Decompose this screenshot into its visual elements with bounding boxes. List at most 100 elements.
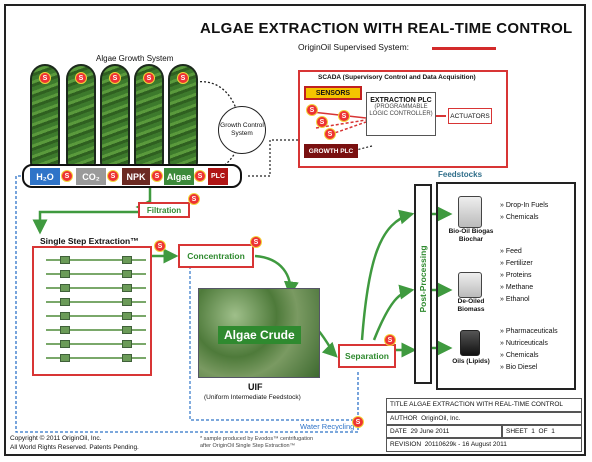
- title-value: ALGAE EXTRACTION WITH REAL-TIME CONTROL: [409, 401, 564, 408]
- sensor-badge: S: [324, 128, 336, 140]
- sample-note-line: * sample produced by Evodos™ centrifugat…: [200, 436, 314, 442]
- uif-fullname: (Uniform Intermediate Feedstock): [204, 394, 301, 401]
- product-item: Nutriceuticals: [500, 338, 558, 350]
- scada-panel: [298, 70, 508, 168]
- feedstocks-title: Feedstocks: [438, 170, 483, 179]
- filtration-box: Filtration: [138, 202, 190, 218]
- sensor-badge: S: [306, 104, 318, 116]
- extraction-unit: [40, 340, 152, 348]
- extraction-unit: [40, 312, 152, 320]
- sensor-badge: S: [177, 72, 189, 84]
- product-item: Proteins: [500, 270, 533, 282]
- sensor-badge: S: [352, 416, 364, 428]
- date-key: DATE: [390, 428, 407, 435]
- sample-note: * sample produced by Evodos™ centrifugat…: [200, 436, 313, 450]
- title-block-title: TITLE ALGAE EXTRACTION WITH REAL-TIME CO…: [386, 398, 582, 412]
- algae-crude-label: Algae Crude: [218, 326, 301, 344]
- extraction-unit: [40, 326, 152, 334]
- feed-algae: Algae: [164, 168, 194, 185]
- feed-water: H₂O: [30, 168, 60, 185]
- extraction-plc-box: EXTRACTION PLC (PROGRAMMABLE LOGIC CONTR…: [366, 92, 436, 136]
- post-processing-label: Post-Processing: [418, 245, 428, 313]
- extraction-unit: [40, 298, 152, 306]
- page-title: ALGAE EXTRACTION WITH REAL-TIME CONTROL: [200, 20, 573, 37]
- product-container: [458, 272, 482, 298]
- author-key: AUTHOR: [390, 415, 418, 422]
- supervised-legend-line: [432, 47, 496, 50]
- product-list: Feed Fertilizer Proteins Methane Ethanol: [500, 246, 533, 306]
- product-item: Methane: [500, 282, 533, 294]
- copyright: Copyright © 2011 OriginOil, Inc. All Wor…: [10, 434, 139, 452]
- water-recycling-label: Water Recycling: [300, 422, 355, 431]
- product-group-label: De-Oiled Biomass: [457, 298, 485, 313]
- author-value: OriginOil, Inc.: [421, 415, 461, 422]
- diagram-frame: [4, 4, 586, 456]
- growth-plc-box: GROWTH PLC: [304, 144, 358, 158]
- single-step-label: Single Step Extraction™: [40, 236, 139, 246]
- of-key: OF: [538, 428, 548, 435]
- of-value: 1: [551, 428, 555, 435]
- product-group-label: Oils (Lipids): [452, 358, 490, 365]
- revision-key: REVISION: [390, 441, 422, 448]
- supervised-label: OriginOil Supervised System:: [298, 42, 410, 52]
- growth-plc-chip: PLC: [208, 168, 228, 185]
- extraction-unit: [40, 354, 152, 362]
- product-item: Drop-In Fuels: [500, 200, 548, 212]
- scada-title: SCADA (Supervisory Control and Data Acqu…: [318, 74, 476, 81]
- copyright-line: All World Rights Reserved. Patents Pendi…: [10, 444, 139, 451]
- actuators-box: ACTUATORS: [448, 108, 492, 124]
- feed-co2: CO₂: [76, 168, 106, 185]
- growth-control-node: Growth Control System: [218, 106, 266, 154]
- extraction-plc-detail: (PROGRAMMABLE LOGIC CONTROLLER): [369, 104, 433, 117]
- sensor-badge: S: [39, 72, 51, 84]
- concentration-box: Concentration: [178, 244, 254, 268]
- extraction-plc-label: EXTRACTION PLC: [370, 97, 432, 104]
- sensor-badge: S: [384, 334, 396, 346]
- title-block-author: AUTHOR OriginOil, Inc.: [386, 412, 582, 425]
- sensor-badge: S: [107, 170, 119, 182]
- uif-label: UIF: [248, 382, 263, 392]
- sample-note-line: after OriginOil Single Step Extraction™: [200, 443, 296, 449]
- sheet-key: SHEET: [506, 428, 528, 435]
- sensor-badge: S: [250, 236, 262, 248]
- extraction-unit: [40, 284, 152, 292]
- sensor-badge: S: [109, 72, 121, 84]
- sensor-badge: S: [316, 116, 328, 128]
- extraction-unit: [40, 256, 152, 264]
- sensors-box: SENSORS: [304, 86, 362, 100]
- product-list: Pharmaceuticals Nutriceuticals Chemicals…: [500, 326, 558, 374]
- sensor-badge: S: [188, 193, 200, 205]
- date-value: 29 June 2011: [410, 428, 450, 435]
- sensor-badge: S: [194, 170, 206, 182]
- product-group-label: Bio-Oil Biogas Biochar: [448, 228, 494, 243]
- product-item: Ethanol: [500, 294, 533, 306]
- sensor-badge: S: [61, 170, 73, 182]
- product-item: Feed: [500, 246, 533, 258]
- growth-system-label: Algae Growth System: [96, 54, 174, 63]
- product-item: Bio Diesel: [500, 362, 558, 374]
- feed-npk: NPK: [122, 168, 150, 185]
- post-processing-column: [414, 184, 432, 384]
- copyright-line: Copyright © 2011 OriginOil, Inc.: [10, 435, 102, 442]
- feedstocks-panel: [436, 182, 576, 390]
- sensor-badge: S: [75, 72, 87, 84]
- sheet-value: 1: [531, 428, 535, 435]
- product-item: Fertilizer: [500, 258, 533, 270]
- extraction-unit: [40, 270, 152, 278]
- title-key: TITLE: [390, 401, 408, 408]
- product-item: Pharmaceuticals: [500, 326, 558, 338]
- title-block-date: DATE 29 June 2011: [386, 425, 502, 438]
- product-list: Drop-In Fuels Chemicals: [500, 200, 548, 224]
- sensor-badge: S: [143, 72, 155, 84]
- title-block-revision: REVISION 20110629k - 16 August 2011: [386, 438, 582, 452]
- product-item: Chemicals: [500, 212, 548, 224]
- sensor-badge: S: [151, 170, 163, 182]
- oil-container: [460, 330, 480, 356]
- sensor-badge: S: [338, 110, 350, 122]
- revision-value: 20110629k - 16 August 2011: [424, 441, 507, 448]
- separation-box: Separation: [338, 344, 396, 368]
- product-item: Chemicals: [500, 350, 558, 362]
- title-block-sheet: SHEET 1 OF 1: [502, 425, 582, 438]
- sensor-badge: S: [154, 240, 166, 252]
